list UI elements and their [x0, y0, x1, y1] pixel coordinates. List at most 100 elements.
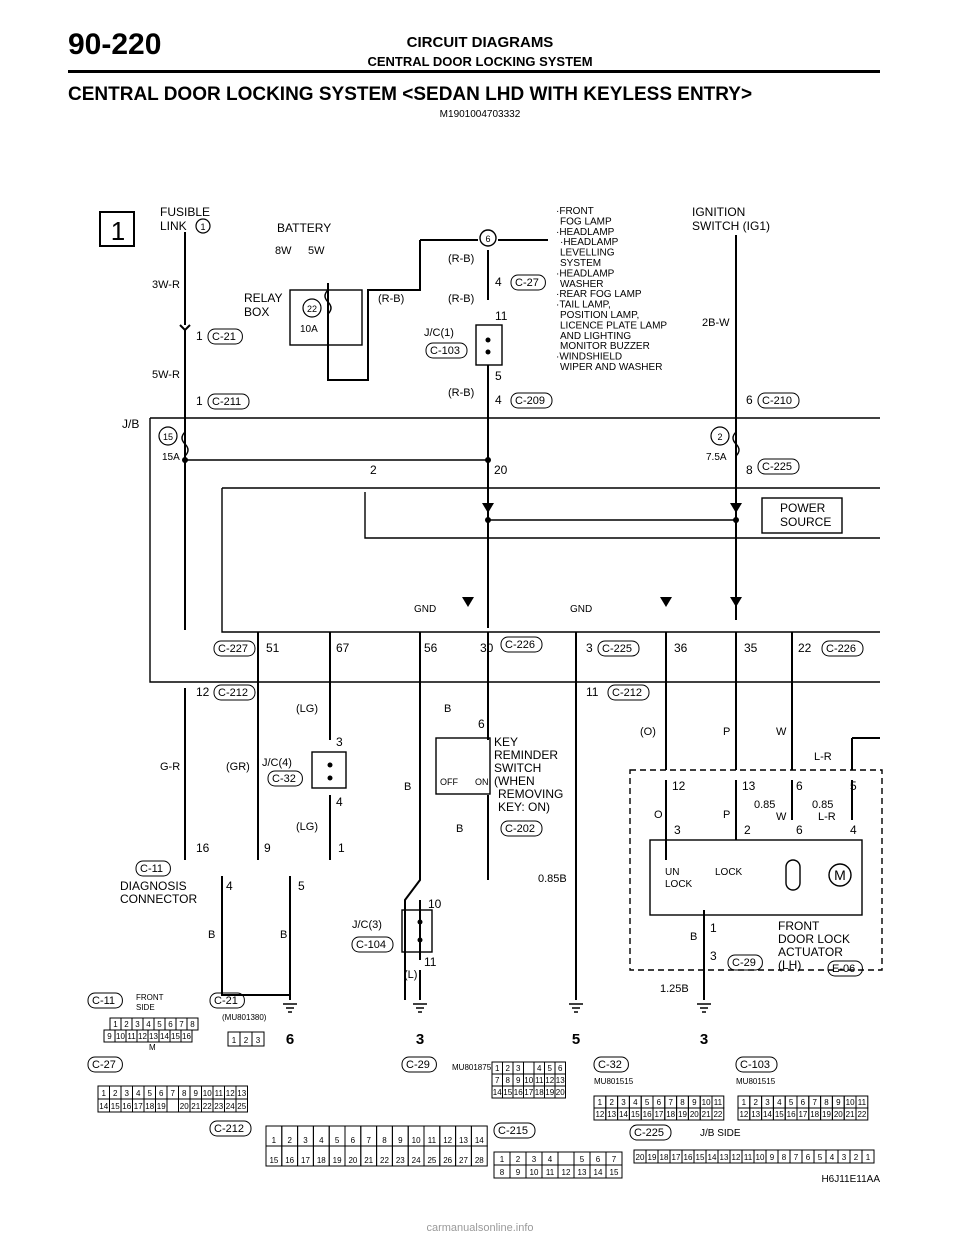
c21-tag: C-21 — [214, 995, 238, 1007]
c212-pin: 27 — [459, 1156, 468, 1165]
c29-pin: 17 — [524, 1088, 533, 1097]
c212-pin: 10 — [412, 1136, 421, 1145]
c32-pin: 3 — [621, 1098, 626, 1107]
c103-pin: 8 — [824, 1098, 829, 1107]
c11-caption: SIDE — [136, 1003, 155, 1012]
wire-label: 0.85 — [812, 799, 833, 811]
junction-6: 6 — [485, 234, 490, 244]
actuator-unlock: UN — [665, 867, 679, 878]
battery-label: BATTERY — [277, 221, 331, 235]
c103-pin: 19 — [822, 1110, 831, 1119]
c27-pin: 4 — [136, 1089, 141, 1098]
c103-pin: 22 — [857, 1110, 866, 1119]
c225-cell — [861, 1149, 875, 1164]
ignition-label-2: SWITCH (IG1) — [692, 219, 770, 233]
c32-pin: 2 — [609, 1098, 614, 1107]
c225-pin: 17 — [672, 1153, 681, 1162]
c225-pin: 20 — [636, 1153, 645, 1162]
c212-pin: 25 — [427, 1156, 436, 1165]
c27-pin: 15 — [111, 1102, 120, 1111]
c212-pin: 26 — [443, 1156, 452, 1165]
c215-pin: 9 — [516, 1168, 521, 1177]
c11-pin: 10 — [116, 1032, 125, 1041]
c11-pin: 16 — [182, 1032, 191, 1041]
wire-label: B — [208, 929, 215, 941]
c21-part: (MU801380) — [222, 1013, 267, 1022]
c212-pin: 8 — [382, 1136, 387, 1145]
connector-tag-box — [500, 820, 543, 837]
c27-pin: 5 — [148, 1089, 153, 1098]
wire-label: 2B-W — [702, 317, 730, 329]
c225-pin: 18 — [660, 1153, 669, 1162]
connector-tag-box — [607, 684, 650, 701]
c212-pin: 6 — [351, 1136, 356, 1145]
c32-pin: 22 — [713, 1110, 722, 1119]
c27-pin: 20 — [180, 1102, 189, 1111]
wire-label: (LG) — [296, 703, 318, 715]
c27-pin: 24 — [226, 1102, 235, 1111]
connector-tag-box — [213, 684, 256, 701]
c225-pin: 10 — [756, 1153, 765, 1162]
key-reminder-text: KEY — [494, 735, 518, 749]
pin-label: 6 — [796, 779, 803, 793]
c21-pin: 2 — [244, 1036, 249, 1045]
pin-label: 12 — [672, 779, 686, 793]
actuator-text: DOOR LOCK — [778, 932, 850, 946]
c212-tag: C-212 — [214, 1123, 244, 1135]
pin-label: 5 — [495, 369, 502, 383]
motor-symbol: M — [834, 867, 846, 883]
jb-fuse-2: 2 — [717, 432, 722, 442]
pin-label: 12 — [196, 685, 210, 699]
c225-pin: 2 — [854, 1153, 859, 1162]
connector-tag-box — [213, 640, 256, 657]
c225-pin: 16 — [684, 1153, 693, 1162]
fusible-link-number: 1 — [200, 222, 205, 232]
connector-tag-box — [757, 458, 800, 475]
connector-tag: C-210 — [762, 395, 792, 407]
diagram-code: M1901004703332 — [439, 109, 521, 120]
wire-label: 0.85B — [538, 873, 567, 885]
pin-label: 36 — [674, 641, 688, 655]
c11-pin: 12 — [138, 1032, 147, 1041]
pin-label: 1 — [196, 329, 203, 343]
c215-pin: 6 — [596, 1155, 601, 1164]
c225-pin: 5 — [818, 1153, 823, 1162]
key-reminder-text: REMINDER — [494, 748, 558, 762]
c32-pin: 14 — [619, 1110, 628, 1119]
c215-pin: 3 — [532, 1155, 537, 1164]
diagnosis-connector-text: CONNECTOR — [120, 892, 197, 906]
c32-pin: 12 — [595, 1110, 604, 1119]
diagram-title: CENTRAL DOOR LOCKING SYSTEM <SEDAN LHD W… — [68, 84, 753, 105]
c21-tag-box — [209, 992, 245, 1009]
wire-label: (L) — [404, 969, 417, 981]
page-number: 90-220 — [68, 28, 162, 61]
front-load-text: AND LIGHTING — [560, 331, 631, 342]
figure-id: H6J11E11AA — [821, 1174, 880, 1185]
c32-cell — [711, 1107, 725, 1121]
c29-pin: 13 — [556, 1076, 565, 1085]
wire-label: 5W-R — [152, 369, 180, 381]
c103-pin: 6 — [801, 1098, 806, 1107]
c215-pin: 11 — [546, 1168, 555, 1177]
c212-pin: 5 — [335, 1136, 340, 1145]
c27-pin: 14 — [99, 1102, 108, 1111]
c103-pin: 9 — [836, 1098, 841, 1107]
c11-pin: 2 — [124, 1020, 129, 1029]
c103-tag-box — [735, 1056, 778, 1073]
actuator-unlock-2: LOCK — [665, 879, 693, 890]
c29-pin: 20 — [556, 1088, 565, 1097]
pin-label: 11 — [495, 309, 508, 323]
pin-label: 3 — [586, 641, 593, 655]
ground-id-6: 6 — [286, 1031, 294, 1048]
c11-pin: 6 — [168, 1020, 173, 1029]
jb-fuse-2-rating: 7.5A — [706, 452, 727, 463]
c215-pin: 7 — [612, 1155, 617, 1164]
c225-pin: 7 — [794, 1153, 799, 1162]
c212-pin: 3 — [303, 1136, 308, 1145]
c27-tag: C-27 — [92, 1059, 116, 1071]
c103-pin: 21 — [846, 1110, 855, 1119]
c212-pin: 13 — [459, 1136, 468, 1145]
wire-label: 8W — [275, 245, 292, 257]
page-header: 90-220 CIRCUIT DIAGRAMS CENTRAL DOOR LOC… — [0, 0, 960, 80]
connector-tag-box — [827, 960, 863, 977]
